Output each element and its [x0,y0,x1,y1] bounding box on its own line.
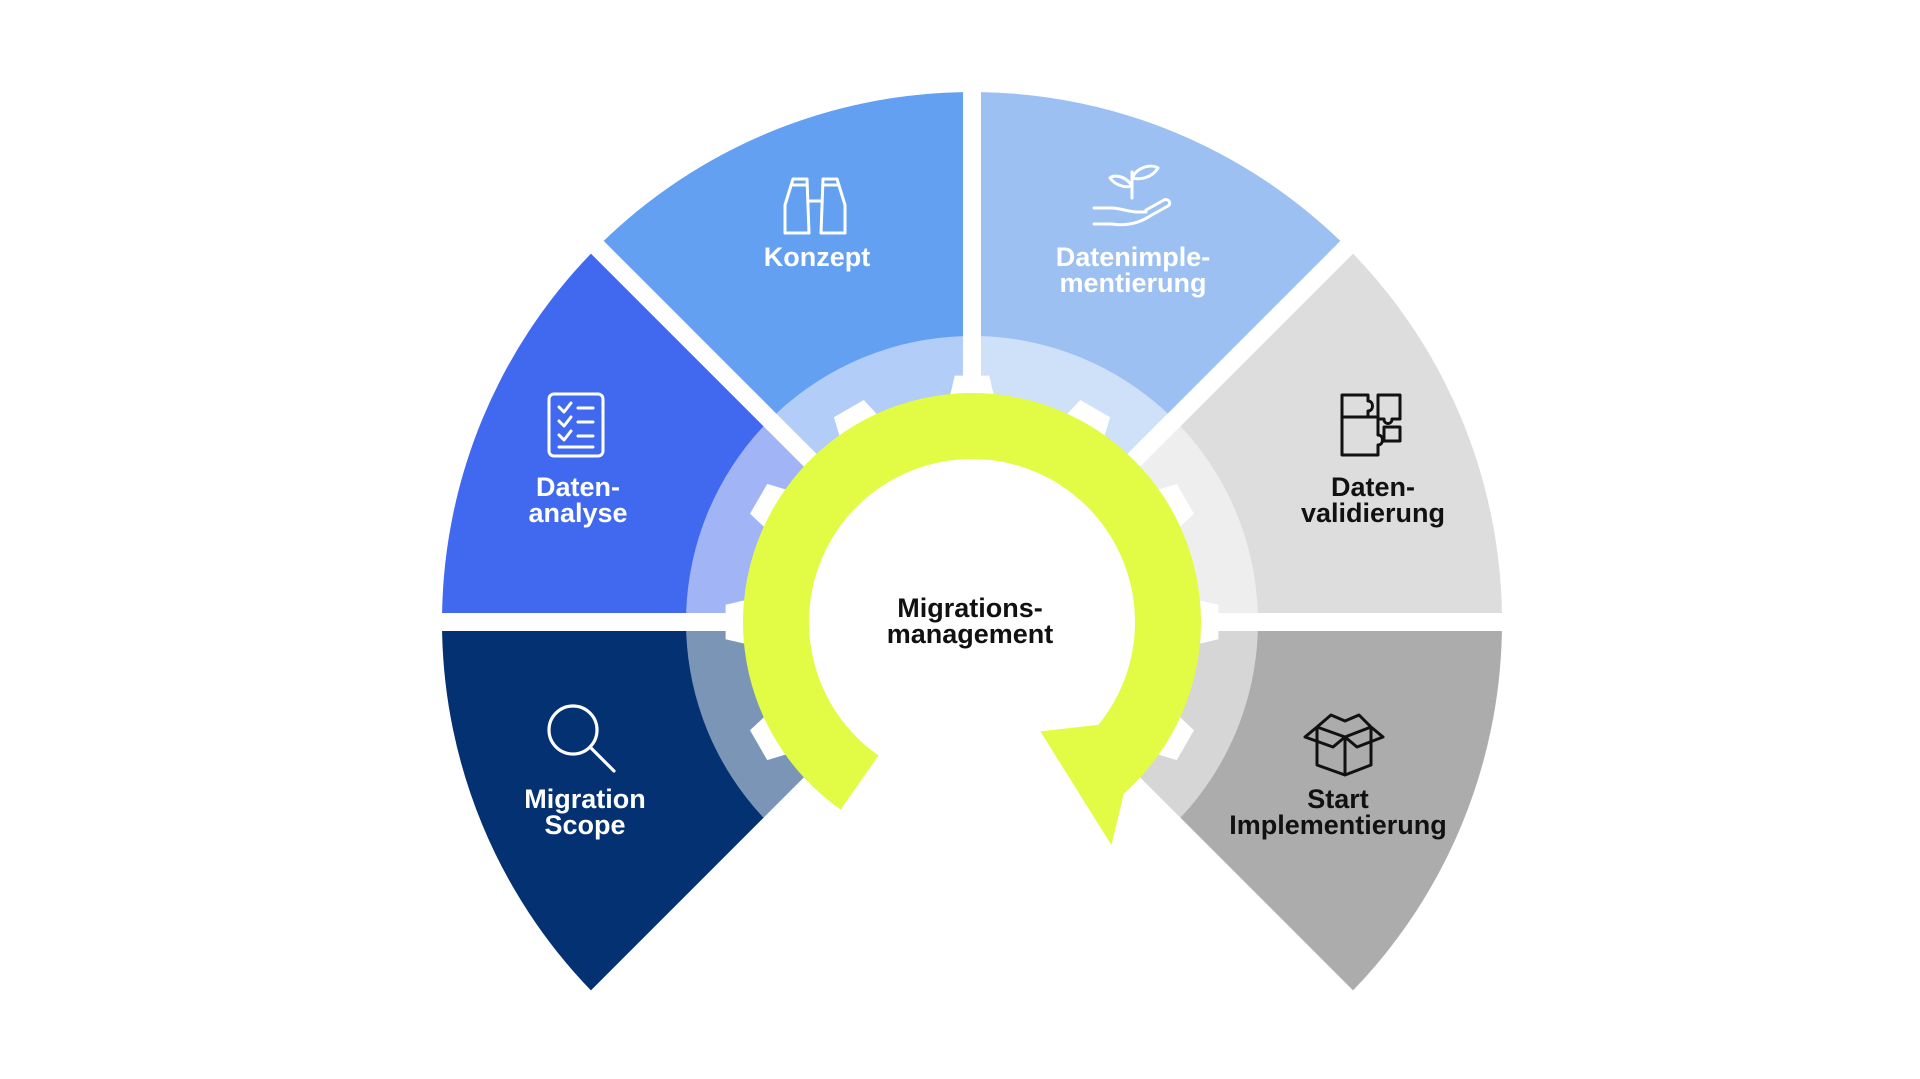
box-icon [1303,713,1385,777]
magnifier-icon [547,704,616,773]
center-label-line2: management [887,619,1054,649]
segment-konzept-outer [603,92,964,415]
label-datenvalidierung-line1: Daten- [1331,472,1415,502]
segment-datenanalyse-inner [686,426,825,614]
cycle-arrow-body [743,392,1201,810]
plant-in-hand-icon [1092,164,1172,227]
segment-migration-scope-outer [442,630,765,991]
segment-konzept [603,92,964,475]
label-datenimplementierung-line1: Datenimple- [1056,242,1211,272]
segment-start-implementierung-outer [1179,630,1502,991]
center-label-line1: Migrations- [897,593,1043,623]
segments-layer [442,92,1502,991]
checklist-icon [547,392,605,458]
binoculars-icon [783,177,847,235]
segment-migration-scope-inner [686,630,825,818]
segment-datenimplementierung-outer [980,92,1341,415]
segment-konzept-inner [776,336,964,475]
cycle-arrow [743,392,1201,846]
segment-start-implementierung [1119,630,1502,991]
label-datenvalidierung-line2: validierung [1301,498,1445,528]
segment-migration-scope [442,630,825,991]
segment-datenvalidierung-inner [1119,426,1258,614]
segment-start-implementierung-inner [1119,630,1258,818]
cycle-arrow-head [1040,720,1142,846]
label-migration-scope-line1: Migration [524,784,646,814]
label-konzept-line1: Konzept [764,242,870,272]
puzzle-icon [1340,393,1402,457]
segment-datenimplementierung-inner [980,336,1168,475]
label-start-implementierung-line2: Implementierung [1229,810,1447,840]
label-datenanalyse-line2: analyse [528,498,627,528]
label-datenimplementierung-line2: mentierung [1059,268,1206,298]
segment-datenimplementierung [980,92,1341,475]
label-start-implementierung-line1: Start [1307,784,1369,814]
label-migration-scope-line2: Scope [544,810,625,840]
label-datenanalyse-line1: Daten- [536,472,620,502]
